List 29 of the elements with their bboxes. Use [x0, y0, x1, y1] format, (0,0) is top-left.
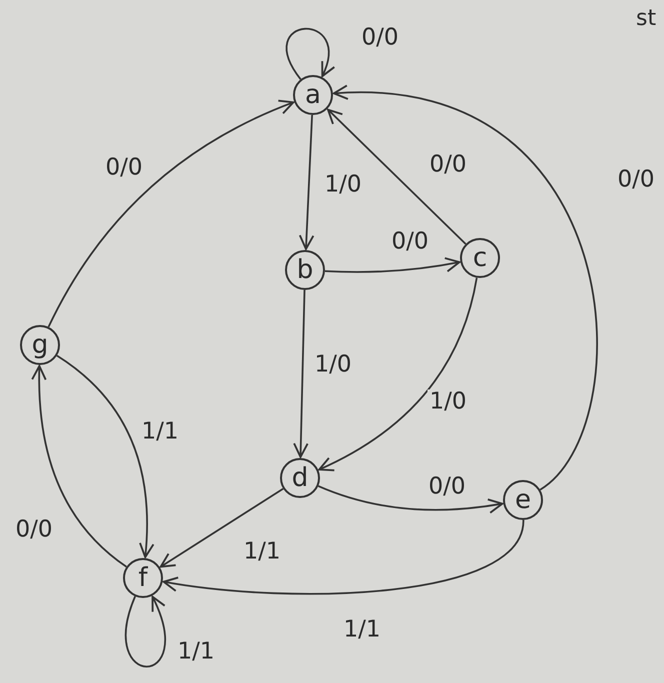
transition-arrow — [298, 114, 314, 250]
state-label: d — [292, 465, 308, 491]
transition-arrow — [318, 278, 478, 471]
transition-arrow — [324, 257, 460, 273]
transition-arrow — [333, 86, 598, 490]
transition-arrow — [293, 290, 309, 458]
transition-arrow — [318, 485, 504, 514]
transition-arrow — [327, 108, 466, 245]
state-label: a — [305, 82, 321, 108]
state-label: b — [296, 257, 314, 283]
state-circle — [123, 558, 163, 598]
state-circle — [460, 238, 500, 278]
state-label: f — [138, 565, 148, 591]
state-circle — [285, 250, 325, 290]
state-label: e — [515, 487, 531, 513]
transition-arrow — [56, 354, 154, 558]
note-text: st — [636, 8, 656, 30]
state-circle — [280, 458, 320, 498]
self-loop-arrow — [124, 596, 166, 668]
state-label: g — [32, 332, 48, 358]
transition-arrow — [48, 100, 294, 328]
state-circle — [20, 325, 60, 365]
transition-arrow — [160, 488, 284, 568]
state-circle — [293, 75, 333, 115]
state-label: c — [472, 245, 488, 271]
state-circle — [503, 480, 543, 520]
transition-arrow — [32, 365, 127, 568]
transition-arrow — [162, 520, 524, 595]
self-loop-arrow — [286, 28, 334, 80]
